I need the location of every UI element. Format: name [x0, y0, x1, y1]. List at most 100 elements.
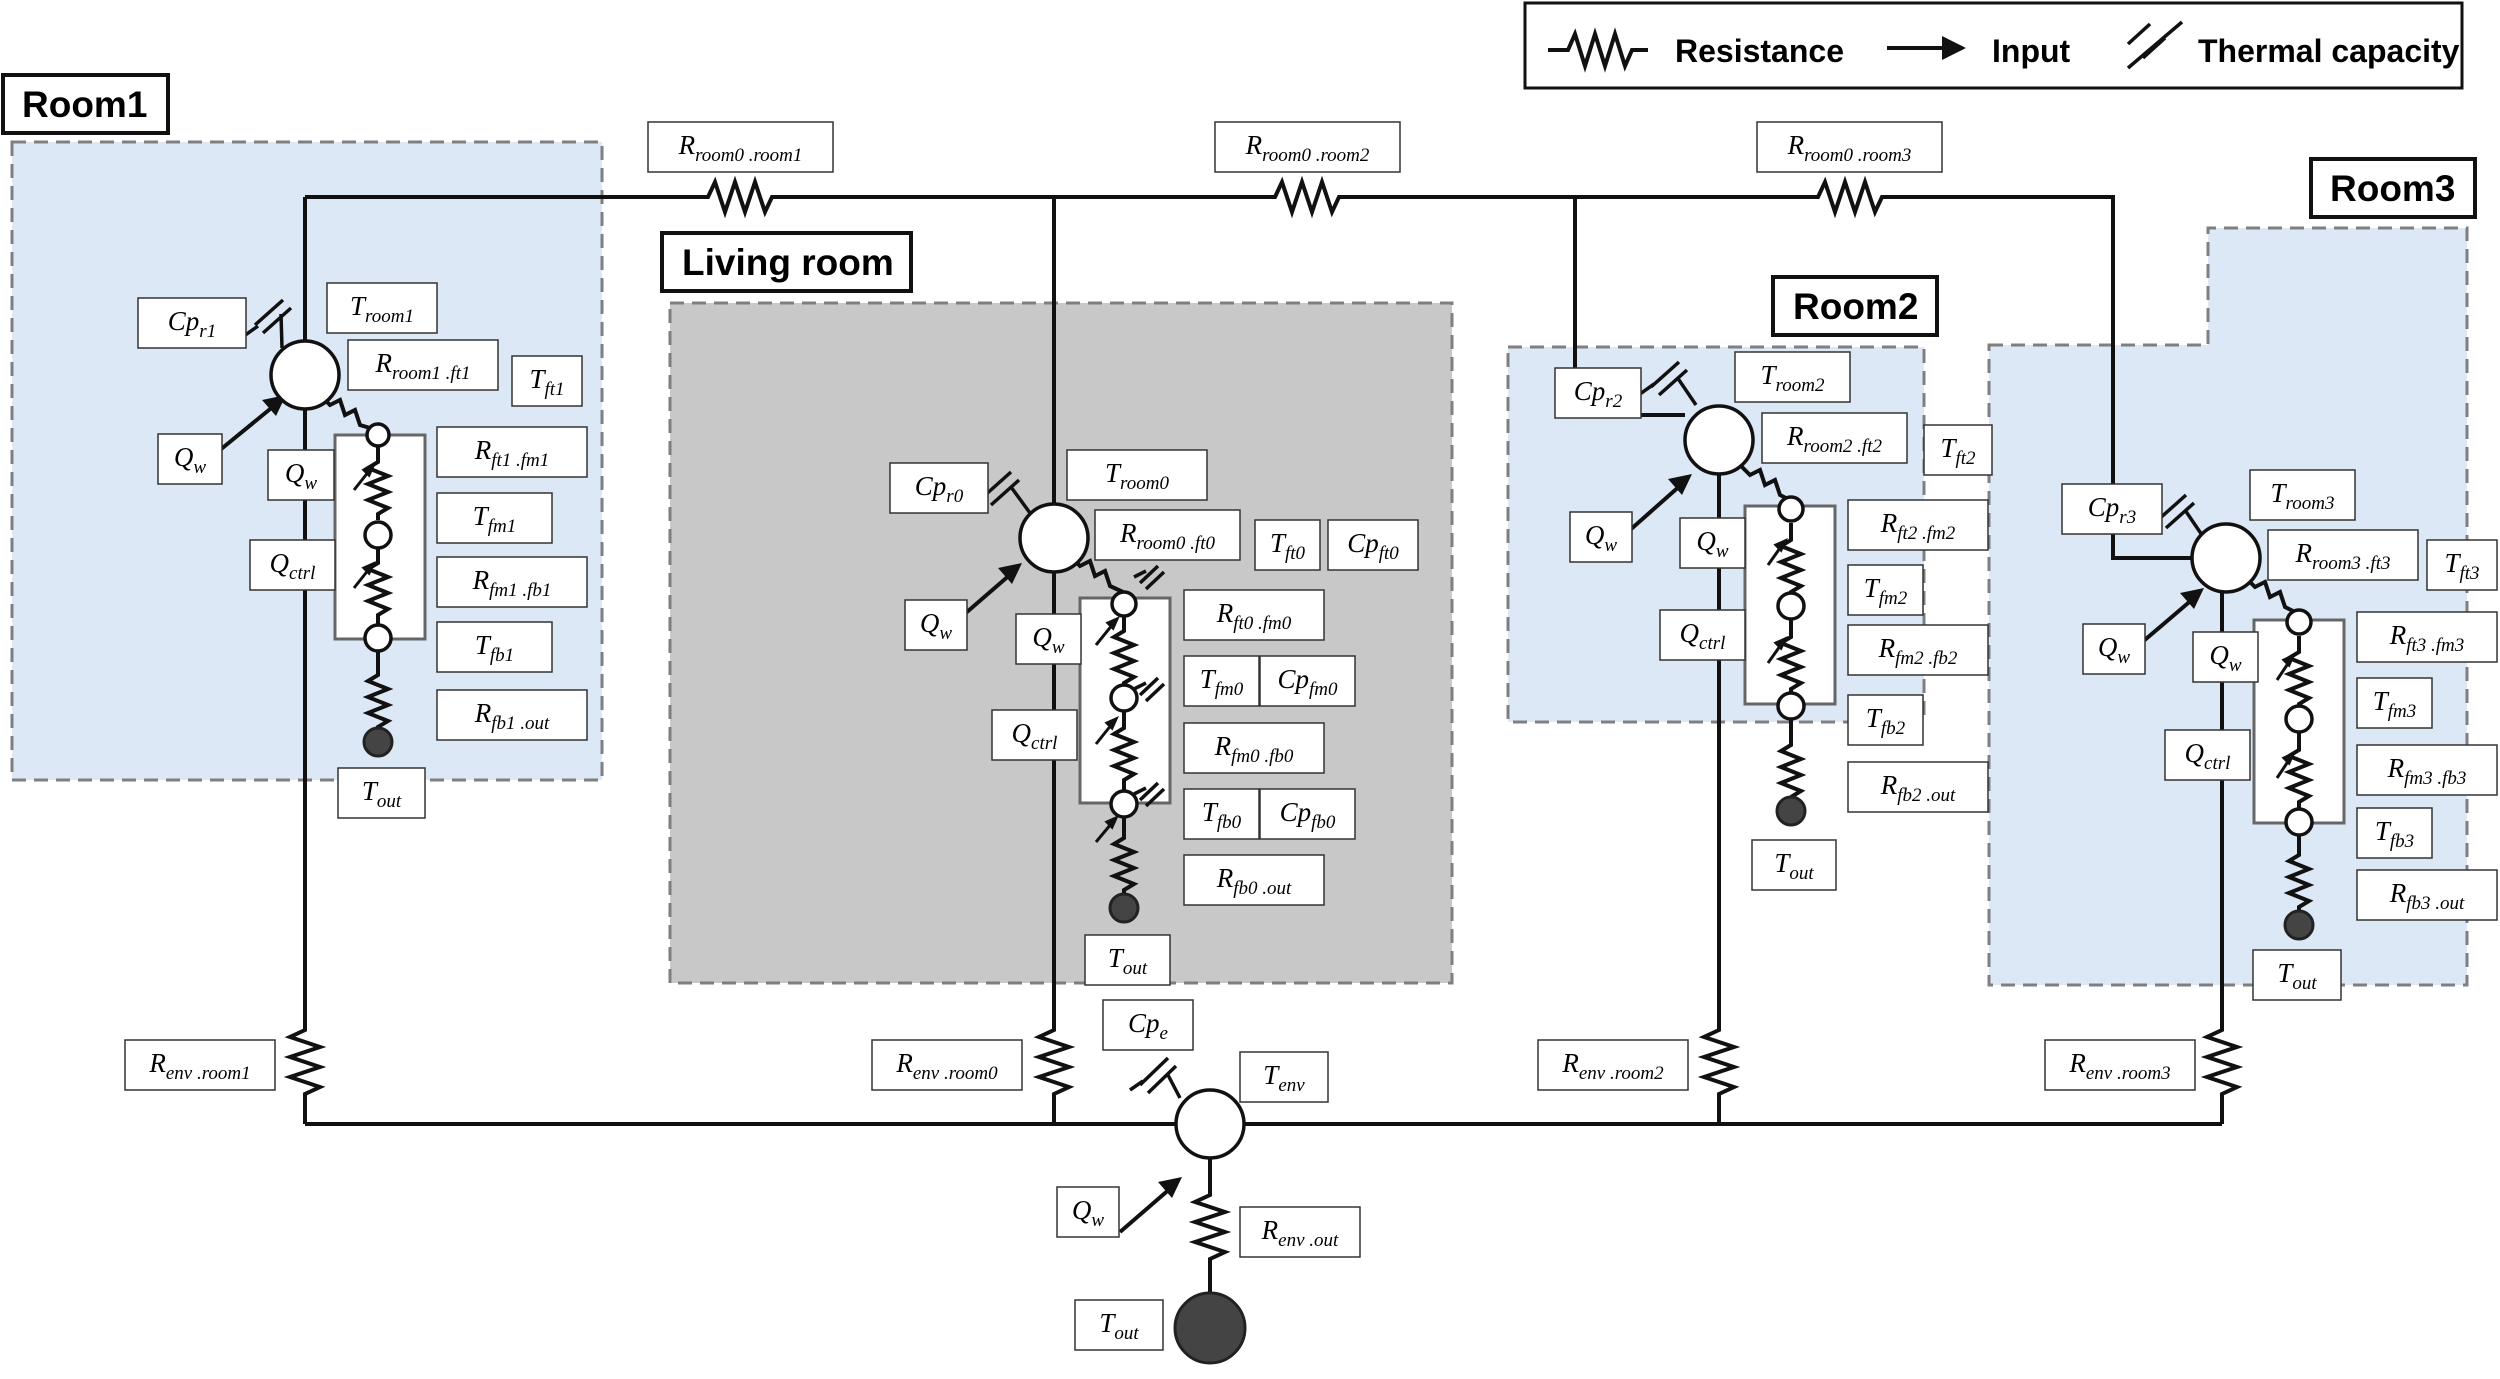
svg-text:Qctrl: Qctrl — [1012, 718, 1058, 754]
label-tout-3: Tout — [2252, 949, 2342, 1001]
svg-text:Cpr1: Cpr1 — [168, 306, 216, 342]
svg-text:Rfm2 .fb2: Rfm2 .fb2 — [1878, 633, 1958, 669]
svg-text:Rroom1 .ft1: Rroom1 .ft1 — [375, 348, 471, 384]
node-t-room3 — [2190, 522, 2262, 594]
label-cp-e: Cpe — [1102, 999, 1194, 1051]
label-t-fm0: Tfm0 — [1183, 655, 1260, 707]
svg-text:Rroom0 .ft0: Rroom0 .ft0 — [1119, 518, 1215, 554]
label-cp-r2: Cpr2 — [1554, 367, 1642, 419]
node-t-ft0 — [1110, 590, 1138, 618]
svg-text:Renv .room0: Renv .room0 — [895, 1048, 998, 1084]
legend-input-icon — [1887, 36, 1966, 60]
label-tout-env: Tout — [1074, 1299, 1164, 1351]
room3-zone — [1987, 226, 2469, 987]
label-t-room0: Troom0 — [1066, 449, 1208, 501]
svg-text:Rfb2 .out: Rfb2 .out — [1880, 770, 1956, 806]
label-qctrl-2: Qctrl — [1659, 609, 1746, 661]
node-t-fm1 — [363, 520, 393, 550]
label-cp-r1: Cpr1 — [137, 297, 247, 349]
label-t-ft2: Tft2 — [1923, 424, 1993, 476]
label-r-fb0-out: Rfb0 .out — [1183, 854, 1325, 906]
legend-input-label: Input — [1992, 33, 2071, 69]
label-t-room1: Troom1 — [326, 282, 438, 334]
cap-fm0-icon — [1133, 676, 1166, 703]
node-t-out-3 — [2283, 909, 2315, 941]
svg-text:Tft1: Tft1 — [529, 364, 564, 400]
room3-title: Room3 — [2330, 168, 2455, 209]
node-t-fb2 — [1776, 691, 1806, 721]
label-r-fb2-out: Rfb2 .out — [1847, 761, 1989, 813]
label-t-room3: Troom3 — [2249, 469, 2356, 521]
label-r-env-room1: Renv .room1 — [124, 1039, 276, 1091]
label-r-room0-room1: Rroom0 .room1 — [647, 121, 834, 173]
svg-text:Tenv: Tenv — [1263, 1060, 1305, 1096]
label-r-room3-ft3: Rroom3 .ft3 — [2267, 529, 2419, 581]
svg-text:Cpfm0: Cpfm0 — [1277, 664, 1338, 700]
svg-text:Tout: Tout — [1774, 848, 1814, 884]
label-r-ft0-fm0: Rft0 .fm0 — [1183, 589, 1325, 641]
label-qw-1: Qw — [157, 433, 223, 485]
node-t-ft2 — [1777, 495, 1805, 523]
room1-title: Room1 — [22, 84, 147, 125]
label-cp-fb0: Cpfb0 — [1259, 788, 1356, 840]
svg-text:Rft0 .fm0: Rft0 .fm0 — [1216, 598, 1292, 634]
node-t-room0 — [1018, 502, 1090, 574]
label-qw-0b: Qw — [1015, 613, 1082, 665]
label-qctrl-3: Qctrl — [2164, 729, 2251, 781]
label-cp-ft0: Cpft0 — [1327, 519, 1419, 571]
svg-text:Tft0: Tft0 — [1270, 528, 1306, 564]
label-r-ft3-fm3: Rft3 .fm3 — [2356, 611, 2498, 663]
label-r-env-out: Renv .out — [1239, 1206, 1361, 1258]
label-qw-3: Qw — [2082, 623, 2146, 675]
svg-text:Renv .room2: Renv .room2 — [1561, 1048, 1664, 1084]
label-t-fb3: Tfb3 — [2356, 807, 2433, 859]
node-t-out-1 — [362, 726, 394, 758]
svg-text:Rfm0 .fb0: Rfm0 .fb0 — [1214, 731, 1294, 767]
label-r-env-room3: Renv .room3 — [2044, 1039, 2196, 1091]
svg-text:Rfb0 .out: Rfb0 .out — [1216, 863, 1292, 899]
node-t-room1 — [269, 339, 341, 411]
label-t-fm1: Tfm1 — [436, 492, 553, 544]
svg-text:Qw: Qw — [1585, 520, 1618, 556]
svg-text:Troom2: Troom2 — [1761, 360, 1825, 396]
svg-text:Renv .room1: Renv .room1 — [148, 1048, 250, 1084]
svg-text:Qw: Qw — [1696, 526, 1729, 562]
legend-capacity-icon — [2126, 20, 2184, 70]
label-t-ft1: Tft1 — [511, 355, 583, 407]
label-cp-r3: Cpr3 — [2061, 483, 2163, 535]
label-t-fb0: Tfb0 — [1183, 788, 1260, 840]
svg-text:Cpr3: Cpr3 — [2088, 492, 2136, 528]
label-t-fm2: Tfm2 — [1847, 564, 1924, 616]
svg-text:Qw: Qw — [920, 608, 953, 644]
label-t-room2: Troom2 — [1734, 351, 1851, 403]
label-r-fm3-fb3: Rfm3 .fb3 — [2356, 744, 2498, 796]
node-t-out-2 — [1775, 795, 1807, 827]
node-t-ft3 — [2285, 608, 2313, 636]
room2-title: Room2 — [1793, 286, 1918, 327]
label-cp-r0: Cpr0 — [889, 462, 989, 514]
svg-text:Tfm1: Tfm1 — [473, 501, 517, 537]
label-cp-fm0: Cpfm0 — [1259, 655, 1356, 707]
svg-text:Tfb3: Tfb3 — [2375, 816, 2414, 852]
node-t-env — [1174, 1088, 1246, 1160]
label-qctrl-0: Qctrl — [991, 709, 1078, 761]
node-t-out-0 — [1108, 892, 1140, 924]
room2-header: Room2 — [1771, 275, 1939, 337]
label-r-room0-room2: Rroom0 .room2 — [1214, 121, 1401, 173]
svg-text:Qw: Qw — [1072, 1195, 1105, 1231]
label-r-room0-room3: Rroom0 .room3 — [1756, 121, 1943, 173]
node-t-fb0 — [1109, 789, 1139, 819]
label-t-fb1: Tfb1 — [436, 621, 553, 673]
input-arrows — [218, 395, 2204, 1234]
label-r-fb1-out: Rfb1 .out — [436, 689, 588, 741]
label-r-ft1-fm1: Rft1 .fm1 — [436, 426, 588, 478]
legend-capacity-label: Thermal capacity — [2198, 33, 2460, 69]
svg-text:Tout: Tout — [2277, 958, 2317, 994]
room1-header: Room1 — [1, 73, 170, 135]
node-t-fb1 — [363, 623, 393, 653]
svg-text:Rft1 .fm1: Rft1 .fm1 — [474, 435, 550, 471]
svg-text:Rroom0 .room1: Rroom0 .room1 — [678, 130, 803, 166]
svg-text:Rft2 .fm2: Rft2 .fm2 — [1880, 508, 1956, 544]
svg-text:Qw: Qw — [2098, 632, 2131, 668]
label-r-room2-ft2: Rroom2 .ft2 — [1761, 412, 1908, 464]
